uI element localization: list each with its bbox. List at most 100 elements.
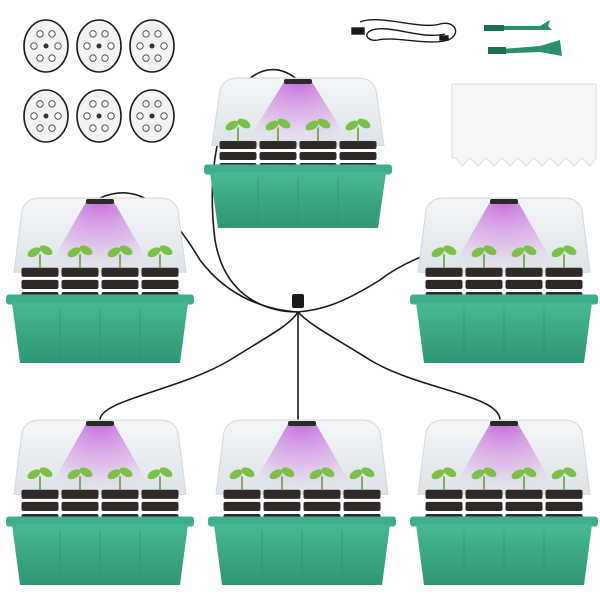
soil-cell: [339, 141, 377, 149]
tray-bottom-left: [6, 419, 194, 585]
led-light-icon: [86, 421, 114, 426]
tray-mid-right: [410, 197, 598, 363]
coaster-discs: [23, 19, 175, 143]
coaster-disc: [129, 19, 175, 73]
seedling-leaf: [277, 118, 291, 129]
power-cable: [99, 311, 299, 421]
soil-cell: [219, 152, 257, 160]
seedling-leaf: [317, 118, 331, 129]
seedling-leaf: [431, 469, 445, 480]
led-light-icon: [288, 421, 316, 426]
soil-cell: [223, 489, 261, 499]
soil-cell: [21, 489, 59, 499]
soil-cell: [545, 279, 583, 289]
seedling-leaf: [119, 467, 133, 478]
soil-cell: [21, 267, 59, 277]
seedling-leaf: [471, 247, 485, 258]
seedling-leaf: [107, 469, 121, 480]
soil-cell: [465, 489, 503, 499]
seedling-leaf: [357, 118, 371, 129]
seedling-leaf: [229, 469, 243, 480]
grow-light-beam: [238, 82, 358, 156]
tray-top-center: [204, 77, 392, 228]
led-light-icon: [86, 199, 114, 204]
soil-cell: [101, 267, 139, 277]
soil-cell: [61, 489, 99, 499]
seedling-leaf: [39, 245, 53, 256]
seedling-leaf: [27, 469, 41, 480]
led-light-icon: [284, 79, 312, 84]
soil-cell: [425, 489, 463, 499]
seedling-leaf: [119, 245, 133, 256]
seedling-leaf: [159, 467, 173, 478]
seedling-leaf: [107, 247, 121, 258]
coaster-disc: [76, 89, 122, 143]
soil-cell: [303, 489, 341, 499]
transplant-fork-icon: [484, 20, 552, 31]
grow-light-beam: [444, 424, 564, 505]
soil-cell: [259, 152, 297, 160]
coaster-disc: [23, 89, 69, 143]
seedling-leaf: [443, 245, 457, 256]
seedling-leaf: [483, 467, 497, 478]
tray-rim: [410, 516, 598, 527]
power-cable: [297, 311, 501, 421]
soil-cell: [21, 501, 59, 511]
soil-cell: [343, 501, 381, 511]
seedling-leaf: [265, 120, 279, 131]
seedling-leaf: [67, 247, 81, 258]
power-cable: [99, 192, 299, 313]
soil-cell: [545, 501, 583, 511]
soil-cell: [339, 152, 377, 160]
seedling-leaf: [225, 120, 239, 131]
soil-cell: [101, 279, 139, 289]
soil-cell: [21, 279, 59, 289]
garden-tools: [484, 20, 562, 56]
seed-trays: [6, 77, 598, 585]
soil-cell: [505, 489, 543, 499]
tray-rim: [410, 294, 598, 305]
seedling-leaf: [563, 467, 577, 478]
tray-rim: [6, 516, 194, 527]
seedling-leaf: [79, 245, 93, 256]
seedling-leaf: [511, 247, 525, 258]
seedling-leaf: [159, 245, 173, 256]
soil-cell: [141, 279, 179, 289]
soil-cell: [101, 501, 139, 511]
led-light-icon: [490, 199, 518, 204]
seedling-leaf: [349, 469, 363, 480]
soil-cell: [505, 279, 543, 289]
soil-cell: [425, 279, 463, 289]
soil-cell: [141, 501, 179, 511]
soil-cell: [61, 279, 99, 289]
tray-rim: [208, 516, 396, 527]
soil-cell: [545, 489, 583, 499]
seedling-leaf: [511, 469, 525, 480]
tray-bottom-center: [208, 419, 396, 585]
soil-cell: [505, 501, 543, 511]
tray-rim: [6, 294, 194, 305]
seedling-leaf: [551, 469, 565, 480]
seedling-leaf: [79, 467, 93, 478]
grow-light-beam: [40, 424, 160, 505]
soil-cell: [141, 489, 179, 499]
soil-cell: [299, 152, 337, 160]
soil-cell: [343, 489, 381, 499]
seedling-leaf: [361, 467, 375, 478]
seedling-leaf: [431, 247, 445, 258]
seedling-leaf: [147, 469, 161, 480]
tray-rim: [204, 164, 392, 175]
soil-cell: [303, 501, 341, 511]
soil-cell: [465, 279, 503, 289]
seedling-leaf: [241, 467, 255, 478]
led-light-icon: [490, 421, 518, 426]
soil-cell: [465, 267, 503, 277]
soil-cell: [61, 267, 99, 277]
seedling-leaf: [309, 469, 323, 480]
soil-cell: [465, 501, 503, 511]
seedling-leaf: [523, 245, 537, 256]
grow-light-beam: [242, 424, 362, 505]
seedling-leaf: [305, 120, 319, 131]
cable-splitter-icon: [292, 294, 304, 308]
